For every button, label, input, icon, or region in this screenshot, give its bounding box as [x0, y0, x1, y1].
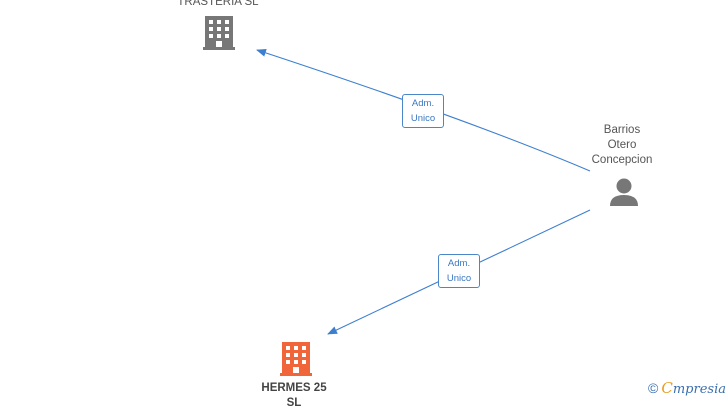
copyright-icon: © [648, 380, 659, 396]
building-icon[interactable] [203, 16, 235, 50]
building-icon[interactable] [280, 342, 312, 376]
edge-label-line: Adm. [447, 258, 471, 269]
logo-letter: C [661, 379, 673, 397]
edge-label-line: Unico [446, 273, 472, 284]
company-label-line: SL [286, 397, 302, 409]
person-label[interactable]: Barrios Otero Concepcion [574, 123, 670, 168]
person-label-line: Concepcion [591, 154, 653, 166]
company-label-line: HERMES 25 [261, 382, 327, 394]
person-icon[interactable] [610, 178, 638, 207]
person-label-line: Otero [607, 139, 637, 151]
edge-label-role: Adm. Unico [438, 254, 480, 288]
edge-label-role: Adm. Unico [402, 94, 444, 128]
edge-label-line: Unico [410, 113, 436, 124]
company-label-hermes[interactable]: HERMES 25 SL [236, 381, 352, 411]
brand-logo: ©Cmpresia [648, 379, 726, 397]
person-label-line: Barrios [603, 124, 641, 136]
edge-person-to-trasteria [256, 49, 591, 172]
company-label-trasteria[interactable]: TRASTERIA SL [177, 0, 259, 8]
edge-label-line: Adm. [411, 98, 435, 109]
logo-wordmark: mpresia [672, 382, 726, 397]
relationship-graph [203, 16, 638, 376]
